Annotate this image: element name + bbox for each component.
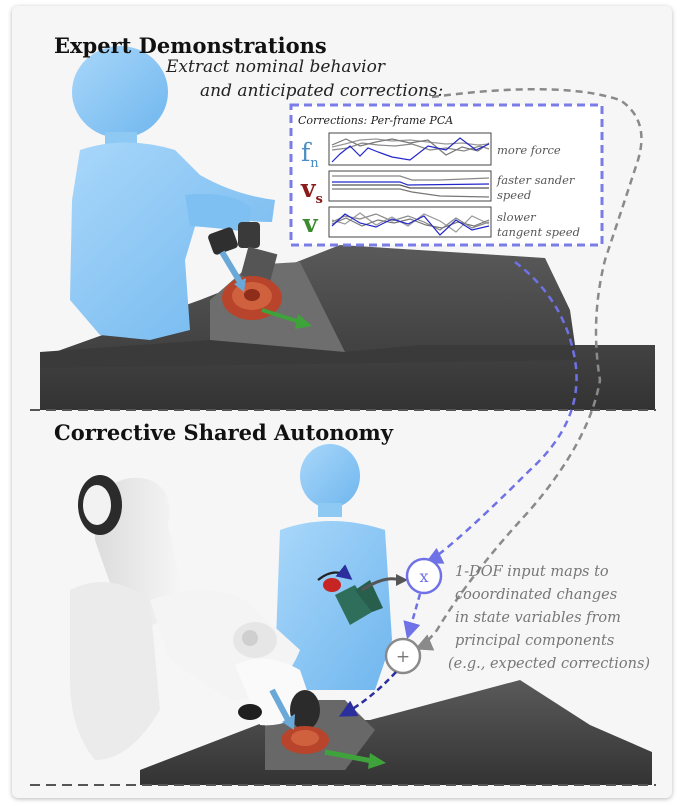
motion-arrow-top — [261, 308, 301, 324]
table-bottom — [140, 680, 652, 785]
motion-arrow-bottom — [324, 749, 373, 764]
sander-on-robot — [281, 726, 329, 754]
gray-dashed-connector — [414, 87, 643, 651]
add-to-robot-connector — [338, 671, 397, 717]
top-heading: Expert Demonstrations — [54, 33, 327, 58]
description-line-3: in state variables from — [455, 610, 621, 626]
human-demonstrator — [70, 46, 275, 340]
pca-plot-sander-speed — [332, 175, 490, 198]
label-force: more force — [497, 143, 561, 157]
symbol-vs: vs — [300, 174, 323, 207]
bottom-heading: Corrective Shared Autonomy — [54, 420, 394, 445]
multiply-to-add-connector — [403, 593, 422, 640]
human-operator — [276, 444, 392, 690]
corrections-panel: Corrections: Per-frame PCA fn more force… — [289, 103, 604, 247]
corrections-panel-title: Corrections: Per-frame PCA — [298, 114, 453, 127]
description-line-4: principal components — [455, 633, 614, 649]
description-line-5: (e.g., expected corrections) — [448, 656, 650, 672]
symbol-fn: fn — [301, 138, 319, 171]
label-tangent-speed-2: tangent speed — [497, 225, 580, 239]
add-node: + — [384, 637, 422, 675]
label-sander-speed-2: speed — [497, 188, 531, 202]
pca-plot-force — [331, 137, 490, 163]
bottom-scene — [70, 444, 652, 785]
pca-plot-tangent-speed — [331, 212, 490, 236]
add-symbol: + — [396, 647, 410, 667]
multiply-symbol: x — [419, 567, 428, 586]
top-scene — [40, 46, 655, 410]
joystick-input-device — [317, 564, 408, 625]
force-arrow-top — [219, 250, 243, 284]
bottom-description: 1-DOF input maps to cooordinated changes… — [448, 564, 650, 672]
top-caption-line1: Extract nominal behavior — [165, 57, 386, 77]
force-arrow-bottom — [269, 688, 291, 722]
top-caption-line2: and anticipated corrections: — [200, 81, 443, 101]
label-tangent-speed-1: slower — [497, 210, 537, 224]
table-top — [40, 245, 655, 410]
description-line-2: cooordinated changes — [455, 587, 617, 603]
label-sander-speed-1: faster sander — [496, 173, 576, 187]
description-line-1: 1-DOF input maps to — [455, 564, 609, 580]
robot-arm — [70, 475, 320, 760]
sander-tool — [208, 222, 282, 320]
multiply-node: x — [405, 557, 443, 595]
symbol-v: v — [302, 209, 319, 238]
